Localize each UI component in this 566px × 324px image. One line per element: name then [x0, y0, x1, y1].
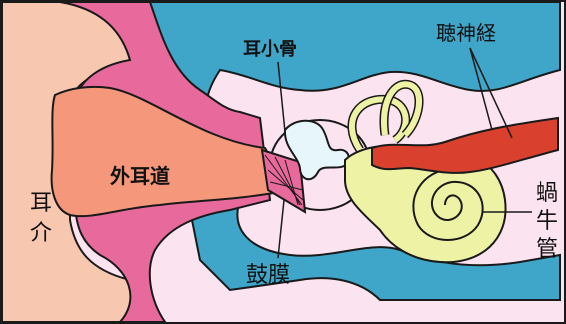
label-eardrum: 鼓膜: [246, 263, 290, 288]
label-ossicles: 耳小骨: [243, 39, 297, 60]
label-ear-canal: 外耳道: [110, 164, 170, 188]
label-auditory-nerve: 聴神経: [436, 21, 496, 45]
